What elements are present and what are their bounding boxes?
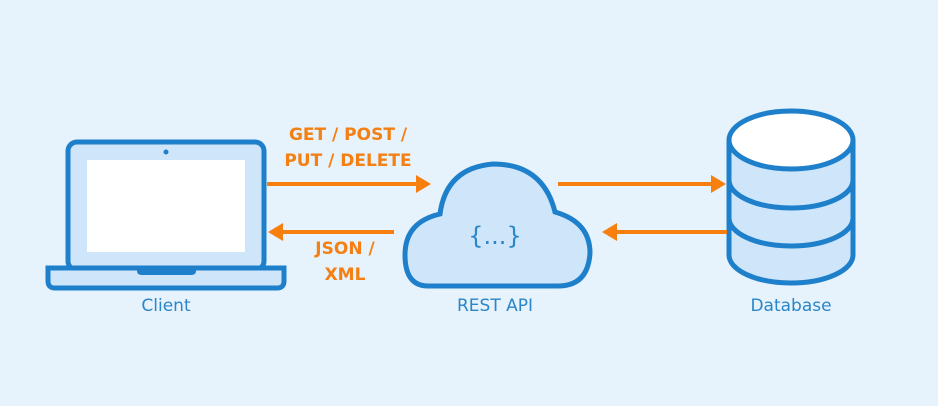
response-label-line1: JSON / — [315, 239, 375, 259]
api-to-db-arrow — [558, 175, 726, 193]
database-icon — [726, 108, 856, 286]
cloud-icon — [402, 161, 593, 289]
laptop-icon — [45, 139, 287, 291]
database-label: Database — [750, 296, 832, 316]
request-label-line2: PUT / DELETE — [284, 151, 412, 171]
request-arrow — [267, 175, 431, 193]
client-label: Client — [141, 296, 191, 316]
request-methods-label: GET / POST / PUT / DELETE — [268, 122, 428, 174]
db-to-api-arrow — [602, 223, 727, 241]
response-label-line2: XML — [324, 265, 366, 285]
rest-api-label: REST API — [456, 296, 534, 316]
response-arrow — [268, 223, 394, 241]
request-label-line1: GET / POST / — [288, 125, 408, 145]
response-format-label: JSON / XML — [290, 236, 400, 288]
api-payload-symbol: {...} — [468, 222, 522, 250]
